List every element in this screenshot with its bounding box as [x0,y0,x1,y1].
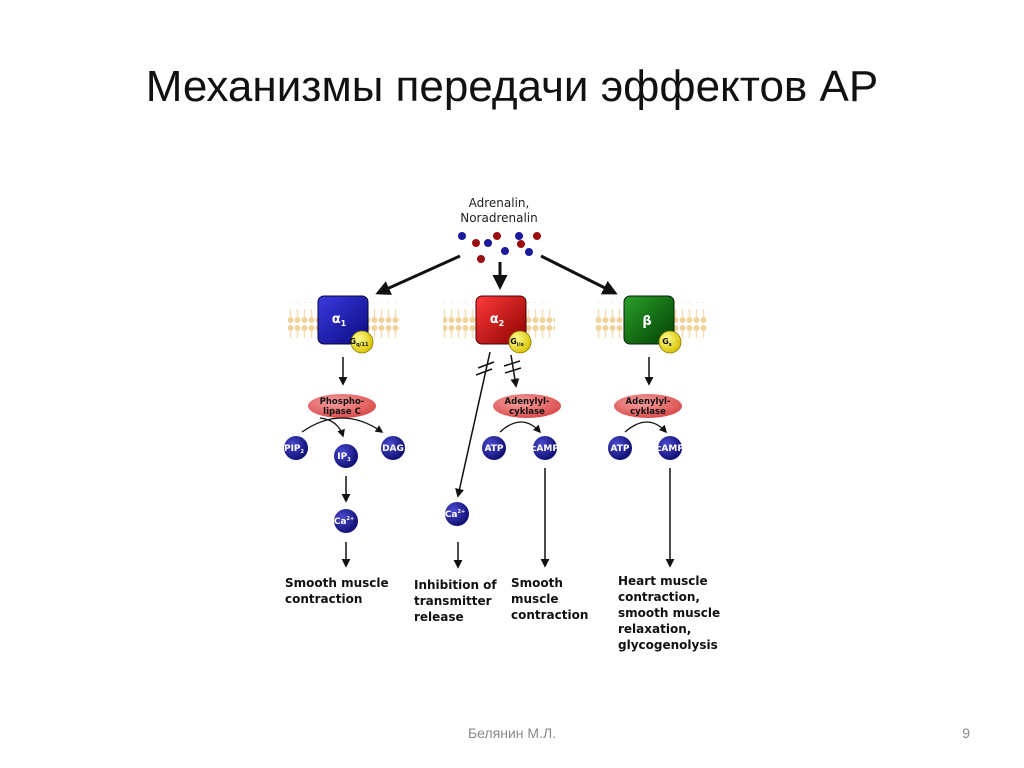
outcome-beta-line4: relaxation, [618,622,691,636]
receptor-beta-label: β [642,314,651,329]
outcome-alpha2-ca-line2: transmitter [414,594,492,608]
receptor-alpha2-label: α [490,312,499,327]
molecule-pip2-label: PIP [284,444,301,454]
outcome-beta-line1: Heart muscle [618,574,708,588]
outcome-beta-line2: contraction, [618,590,700,604]
enzyme-plc-line1: Phospho- [320,397,365,407]
arrow-atp-camp-alpha2 [499,421,542,434]
enzyme-ac-beta-line1: Adenylyl- [626,397,671,407]
gprotein-alpha2-label: G [510,337,517,346]
gprotein-alpha1-sub: q/11 [356,342,369,348]
enzyme-plc [308,394,376,418]
molecule-atp-alpha2 [482,436,506,460]
gprotein-beta-sub: s [669,342,672,348]
footer-author: Белянин М.Л. [467,725,557,741]
gprotein-beta-icon [658,330,682,354]
receptor-alpha2: α2 Gi/o [475,295,532,354]
enzyme-plc-line2: lipase C [323,407,361,417]
svg-text:Ca2+: Ca2+ [334,516,354,527]
molecule-ca-alpha1 [334,509,358,533]
outcome-alpha2-camp-line1: Smooth [511,576,563,590]
svg-text:PIP2: PIP2 [284,444,305,455]
arrow-alpha2-ca [455,351,491,498]
arrow-pip2-ip3 [319,417,345,438]
svg-text:α1: α1 [332,312,347,328]
arrow-ligand-alpha1 [375,254,461,295]
svg-text:Gs: Gs [662,337,672,348]
receptor-alpha2-sub: 2 [499,319,505,328]
outcome-alpha2-ca-line3: release [414,610,464,624]
molecule-ip3-label: IP [337,452,347,462]
block-mark-ca-1 [477,361,495,369]
enzyme-ac-beta-line2: cyklase [630,407,666,417]
svg-text:α2: α2 [490,312,505,328]
molecule-ip3-sub: 3 [347,457,351,463]
enzyme-ac-alpha2-line2: cyklase [509,407,545,417]
receptor-alpha1-sub: 1 [341,319,347,328]
molecule-camp-alpha2-label: cAMP [531,444,559,454]
molecule-pip2 [284,436,308,460]
gprotein-alpha2-icon [508,330,532,354]
enzyme-ac-alpha2 [493,394,561,418]
receptor-alpha1-label: α [332,312,341,327]
block-mark-ac-2 [504,367,522,374]
molecule-ca-alpha2-sup: 2+ [458,509,466,515]
arrow-atp-camp-beta [624,421,668,434]
outcome-alpha2-ca-line1: Inhibition of [414,578,497,592]
gprotein-alpha2-sub: i/o [517,342,525,348]
page-number: 9 [962,725,970,741]
molecule-dag-label: DAG [382,444,404,454]
svg-text:Gq/11: Gq/11 [350,337,369,348]
molecule-ca-alpha2-label: Ca [445,510,458,520]
gprotein-alpha1-label: G [350,337,357,346]
gprotein-alpha1-icon [350,330,374,354]
receptor-alpha1: α1 Gq/11 [317,295,374,354]
molecule-atp-alpha2-label: ATP [484,444,503,454]
svg-text:IP3: IP3 [337,452,351,463]
outcome-alpha1-line1: Smooth muscle [285,576,389,590]
receptor-beta: β Gs [623,295,682,354]
outcome-alpha2-camp-line3: contraction [511,608,588,622]
ligand-label-line1: Adrenalin, [469,196,530,210]
slide-title: Механизмы передачи эффектов АР [145,62,879,111]
block-mark-ac-1 [503,360,521,367]
molecule-pip2-sub: 2 [301,449,305,455]
gprotein-beta-label: G [662,337,669,346]
molecule-ca-alpha2 [445,502,469,526]
block-mark-ca-2 [475,368,493,376]
enzyme-ac-beta [614,394,682,418]
outcome-beta-line3: smooth muscle [618,606,720,620]
arrow-ligand-beta [540,254,618,295]
molecule-atp-beta [608,436,632,460]
molecule-atp-beta-label: ATP [610,444,629,454]
molecule-camp-beta-label: cAMP [656,444,684,454]
arrow-pip2-dag [301,417,384,433]
ligand-molecules [458,232,541,263]
molecule-dag [381,436,405,460]
enzyme-ac-alpha2-line1: Adenylyl- [505,397,550,407]
molecule-camp-alpha2 [533,436,557,460]
molecule-ca-alpha1-sup: 2+ [347,516,355,522]
molecule-ca-alpha1-label: Ca [334,517,347,527]
molecule-ip3 [334,444,358,468]
outcome-alpha1-line2: contraction [285,592,362,606]
ligand-label-line2: Noradrenalin [460,211,538,225]
molecule-camp-beta [658,436,682,460]
svg-text:Ca2+: Ca2+ [445,509,465,520]
svg-text:Gi/o: Gi/o [510,337,524,348]
outcome-beta-line5: glycogenolysis [618,638,718,652]
outcome-alpha2-camp-line2: muscle [511,592,559,606]
